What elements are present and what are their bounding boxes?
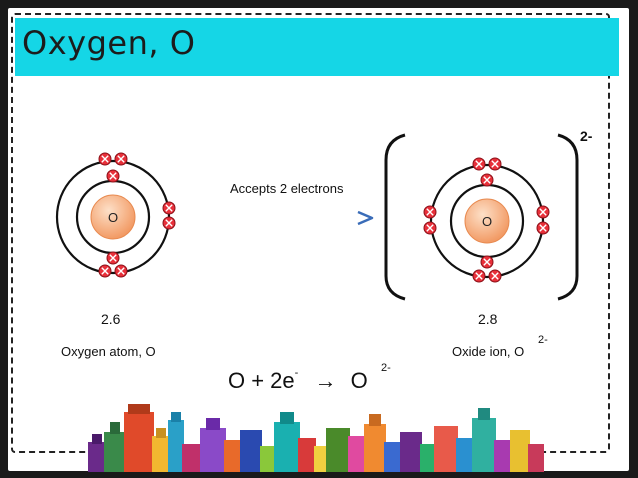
reaction-arrow (218, 210, 374, 226)
ion-caption: Oxide ion, O (452, 344, 525, 359)
nucleus (464, 198, 510, 244)
ion-caption-superscript: 2- (538, 334, 548, 346)
ion-charge: 2- (580, 128, 593, 144)
title-bar (15, 18, 619, 76)
slide-background (8, 8, 629, 471)
oxygen-atom: O (55, 152, 176, 278)
equation-left: O + 2e (228, 368, 295, 393)
outer-shell (429, 163, 545, 279)
oxide-ion: O (384, 133, 579, 301)
arrow-label: Accepts 2 electrons (230, 181, 344, 196)
page-title: Oxygen, O (22, 24, 196, 62)
nucleus-label: O (108, 210, 118, 225)
bottle-row (88, 404, 544, 472)
nucleus (90, 194, 136, 240)
atom-caption: Oxygen atom, O (61, 344, 156, 359)
right-bracket (557, 133, 579, 301)
product-charge: 2- (381, 362, 391, 374)
ionic-equation: O + 2e- → O (228, 366, 368, 394)
nucleus-label: O (482, 214, 492, 229)
ion-configuration: 2.8 (478, 311, 498, 327)
equation-arrow: → (314, 368, 337, 393)
electron-charge: - (294, 366, 299, 379)
atom-configuration: 2.6 (101, 311, 121, 327)
equation-product: O (350, 368, 368, 393)
left-bracket (384, 133, 406, 301)
